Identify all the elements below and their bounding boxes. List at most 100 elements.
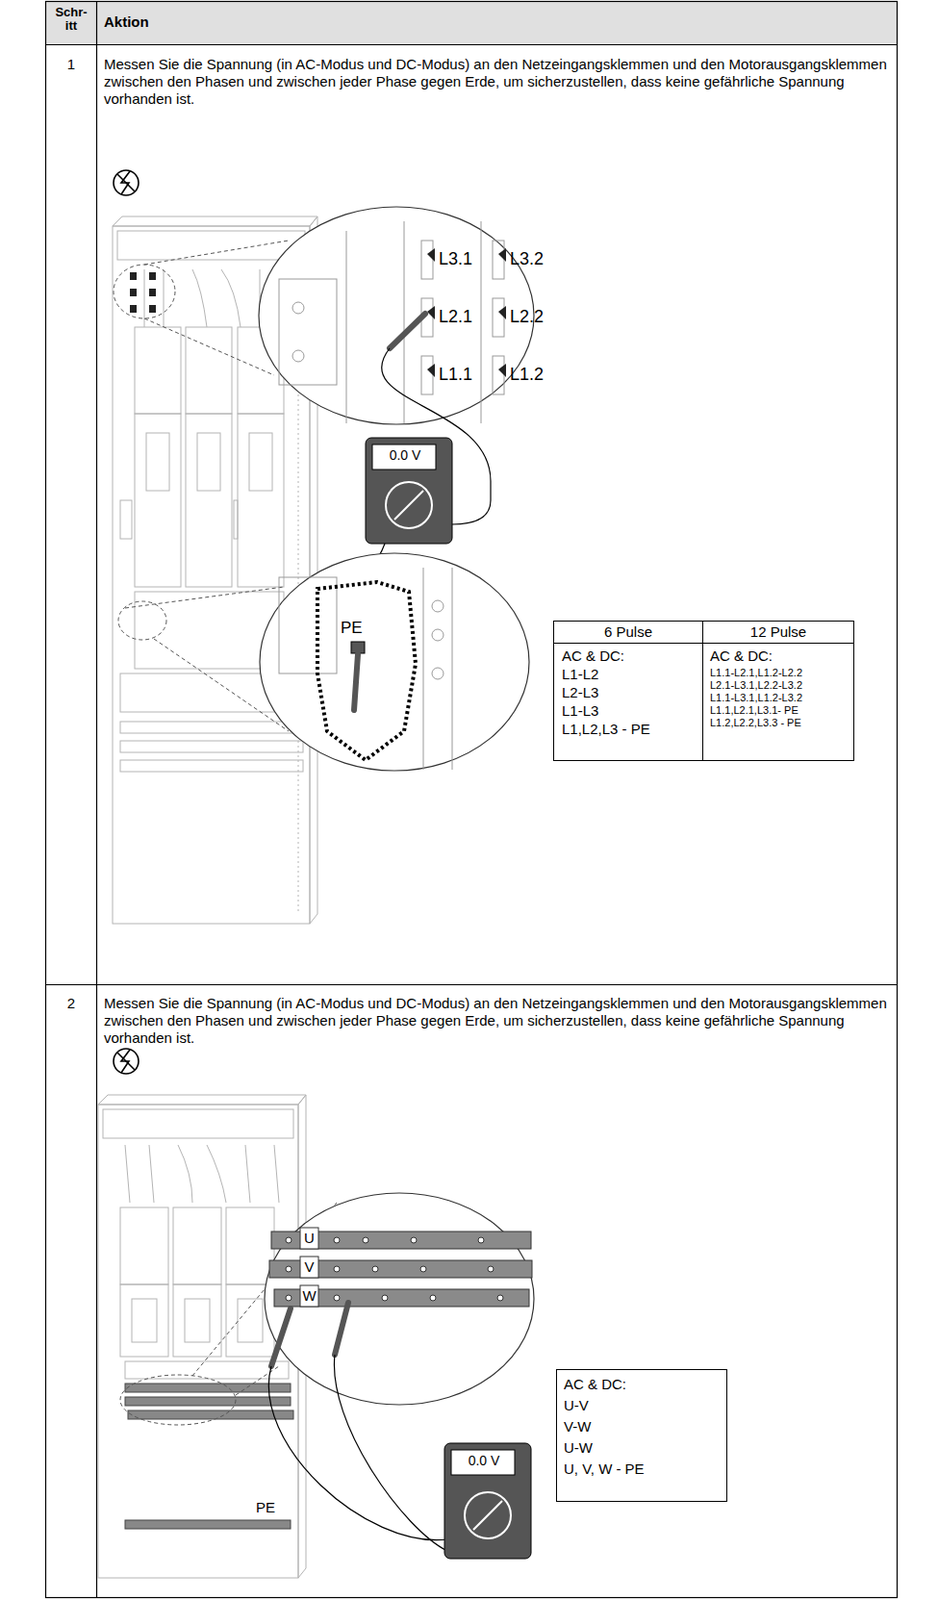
illustration-rect <box>278 577 337 674</box>
illustration-rect <box>173 1207 222 1285</box>
illustration-rect <box>120 500 132 539</box>
illustration-line <box>271 1308 291 1367</box>
illustration-rect <box>421 355 433 395</box>
illustration-rect <box>129 304 137 313</box>
illustration-circle <box>464 1492 511 1539</box>
busbar-label: W <box>300 1287 319 1305</box>
illustration-rect <box>131 1298 157 1343</box>
pair-list: U-W <box>563 1439 593 1457</box>
illustration-rect <box>557 1369 728 1502</box>
illustration-rect <box>300 1256 319 1278</box>
illustration-path <box>423 567 453 770</box>
illustration-line <box>235 1366 279 1395</box>
meter-display: 0.0 V <box>456 1452 512 1470</box>
illustration-polygon <box>98 1094 306 1105</box>
table-header: Aktion <box>103 13 150 31</box>
table-cell: L1.2,L2.2,L3.3 - PE <box>709 716 802 730</box>
illustration-g <box>427 248 507 378</box>
illustration-rect <box>127 1410 294 1420</box>
pair-list: AC & DC: <box>563 1375 627 1394</box>
illustration-circle <box>333 1294 340 1301</box>
illustration-line <box>117 174 135 192</box>
illustration-rect <box>117 230 305 260</box>
illustration-circle <box>333 1237 340 1243</box>
illustration-rect <box>125 1383 291 1393</box>
illustration-g <box>125 1383 294 1529</box>
illustration-path <box>125 1144 279 1203</box>
busbar-label: V <box>300 1258 319 1276</box>
illustration-rect <box>492 298 505 337</box>
illustration-g <box>129 272 156 313</box>
illustration-rect <box>421 240 433 279</box>
illustration-line <box>554 642 855 644</box>
illustration-path <box>333 1354 448 1551</box>
illustration-line <box>46 44 898 46</box>
table-header: 6 Pulse <box>556 623 701 641</box>
illustration-line <box>144 318 275 376</box>
table-cell: L1,L2,L3 - PE <box>561 720 651 738</box>
illustration-rect <box>149 288 156 297</box>
illustration-rect <box>278 278 337 385</box>
illustration-circle <box>430 1294 436 1301</box>
illustration-rect <box>125 1396 291 1406</box>
illustration-rect <box>129 288 137 297</box>
table-cell: AC & DC: <box>709 647 773 665</box>
illustration-circle <box>113 1048 139 1074</box>
illustration-rect <box>173 1284 222 1357</box>
illustration-rect <box>125 1520 291 1529</box>
illustration-line <box>334 1302 349 1355</box>
illustration-rect <box>46 1 898 46</box>
terminal-label: L1.2 <box>509 364 544 386</box>
illustration-path <box>427 363 435 378</box>
illustration-circle <box>372 1266 379 1272</box>
illustration-rect <box>300 1227 319 1249</box>
illustration-path <box>317 582 416 761</box>
table-cell: L1.1-L3.1,L1.2-L3.2 <box>709 691 803 705</box>
illustration-rect <box>185 413 232 587</box>
illustration-circle <box>292 302 305 314</box>
table-cell: AC & DC: <box>561 647 625 665</box>
illustration-ellipse <box>118 601 167 640</box>
terminal-label: PE <box>340 618 363 638</box>
table-cell: L1.1,L2.1,L3.1- PE <box>709 704 799 717</box>
illustration-rect <box>129 272 137 280</box>
illustration-path <box>498 305 507 320</box>
illustration-line <box>389 313 426 349</box>
illustration-circle <box>285 1266 292 1272</box>
table-cell: L2-L3 <box>561 684 599 702</box>
illustration-rect <box>492 240 505 279</box>
illustration-rect <box>120 740 304 753</box>
illustration-rect <box>492 355 505 395</box>
pair-list: U-V <box>563 1396 589 1415</box>
table-header: 12 Pulse <box>705 623 852 641</box>
meter-display: 0.0 V <box>377 447 433 464</box>
step-number: 2 <box>50 994 93 1013</box>
illustration-rect <box>554 621 855 761</box>
pair-list: V-W <box>563 1418 591 1436</box>
busbar-label: U <box>300 1229 319 1247</box>
terminal-label: L3.2 <box>509 249 544 271</box>
terminal-label: L3.1 <box>438 249 473 271</box>
illustration-ellipse <box>259 553 530 771</box>
illustration-line <box>144 240 289 265</box>
pair-list: U, V, W - PE <box>563 1460 645 1478</box>
illustration-circle <box>333 1266 340 1272</box>
illustration-rect <box>300 1285 319 1307</box>
illustration-circle <box>410 1237 417 1243</box>
illustration-rect <box>149 272 156 280</box>
illustration-rect <box>46 1 898 1598</box>
illustration-rect <box>237 1298 263 1343</box>
illustration-circle <box>420 1266 427 1272</box>
illustration-path <box>427 305 435 320</box>
illustration-line <box>46 984 898 986</box>
illustration-rect <box>365 437 453 544</box>
illustration-circle <box>381 1294 388 1301</box>
terminal-label: L1.1 <box>438 364 473 386</box>
illustration-rect <box>98 1104 299 1578</box>
illustration-rect <box>226 1207 275 1285</box>
illustration-circle <box>285 1294 292 1301</box>
illustration-rect <box>146 432 170 491</box>
illustration-ellipse <box>264 1192 534 1405</box>
illustration-circle <box>431 629 444 641</box>
terminal-label: L2.2 <box>509 306 544 329</box>
